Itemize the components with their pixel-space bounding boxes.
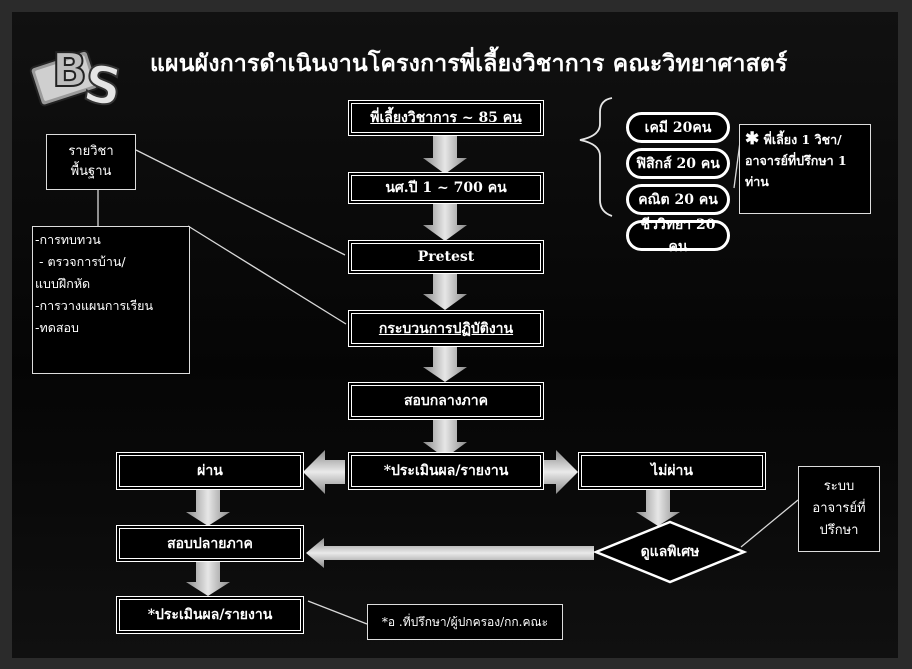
arrow-mentors-students: [423, 136, 467, 174]
arrow-pretest-process: [423, 274, 467, 310]
activity-item: -การวางแผนการเรียน: [35, 298, 154, 313]
basic-subject-line1: รายวิชา: [68, 144, 114, 159]
advisor-line2: อาจารย์ที่: [812, 501, 866, 516]
advisor-line1: ระบบ: [823, 479, 855, 494]
basic-subject-line2: พื้นฐาน: [70, 164, 112, 179]
activity-item: - ตรวจการบ้าน/: [35, 254, 126, 269]
bs-logo-icon: B S BS: [29, 42, 127, 116]
arrow-pass-final: [186, 490, 230, 526]
arrow-students-pretest: [423, 203, 467, 241]
arrow-process-midterm: [423, 347, 467, 382]
subject-math: คณิต 20 คน: [626, 184, 730, 215]
advisor-system-box: ระบบ อาจารย์ที่ ปรึกษา: [798, 466, 880, 552]
basic-subject-box: รายวิชา พื้นฐาน: [46, 134, 136, 190]
pretest-box: Pretest: [348, 240, 544, 274]
mentor-note-text: พี่เลี้ยง 1 วิชา/ อาจารย์ที่ปรึกษา 1 ท่า…: [745, 132, 847, 189]
arrow-final-evaluate: [186, 562, 230, 596]
arrow-evaluate-pass: [303, 450, 345, 494]
subject-physics: ฟิสิกส์ 20 คน: [626, 148, 730, 179]
slide: B S BS แผนผังการดำเนินงานโครงการพี่เลี้ย…: [12, 12, 898, 658]
pass-box: ผ่าน: [116, 452, 304, 490]
activity-item: -การทบทวน: [35, 232, 101, 247]
midterm-box: สอบกลางภาค: [348, 382, 544, 420]
asterisk-icon: ✱: [745, 129, 760, 149]
mentors-box: พี่เลี้ยงวิชาการ ~ 85 คน: [348, 100, 544, 136]
report-note-box: *อ .ที่ปรึกษา/ผู้ปกครอง/กก.คณะ: [367, 604, 563, 640]
final-evaluate-box: *ประเมินผล/รายงาน: [116, 596, 304, 634]
mentor-note-box: ✱ พี่เลี้ยง 1 วิชา/ อาจารย์ที่ปรึกษา 1 ท…: [739, 124, 871, 214]
advisor-line3: ปรึกษา: [819, 523, 859, 538]
activity-item: -ทดสอบ: [35, 320, 79, 335]
evaluate-box: *ประเมินผล/รายงาน: [348, 452, 544, 490]
arrow-fail-care: [636, 490, 680, 526]
fail-box: ไม่ผ่าน: [578, 452, 766, 490]
page-title: แผนผังการดำเนินงานโครงการพี่เลี้ยงวิชากา…: [150, 51, 788, 77]
special-care-label: ดูแลพิเศษ: [640, 544, 700, 560]
subject-chemistry: เคมี 20คน: [626, 112, 730, 143]
curly-brace: [579, 97, 613, 217]
svg-text:B: B: [52, 43, 87, 97]
process-box: กระบวนการปฏิบัติงาน: [348, 310, 544, 347]
activities-box: -การทบทวน - ตรวจการบ้าน/ แบบฝึกหัด -การว…: [32, 226, 190, 374]
students-box: นศ.ปี 1 ~ 700 คน: [348, 172, 544, 204]
activity-item: แบบฝึกหัด: [35, 276, 91, 291]
subject-biology: ชีววิทยา 20 คน: [626, 217, 730, 255]
arrow-care-final: [306, 538, 594, 568]
final-exam-box: สอบปลายภาค: [116, 525, 304, 562]
